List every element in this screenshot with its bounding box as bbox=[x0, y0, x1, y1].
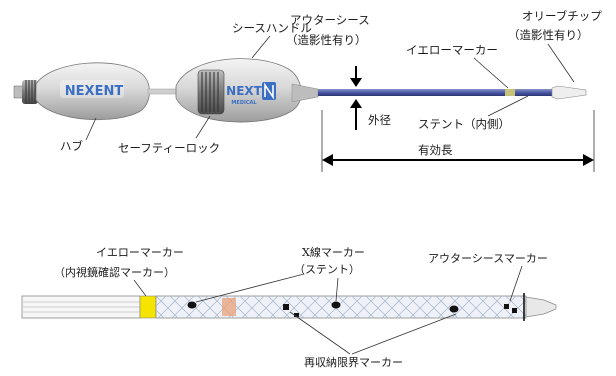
xray-marker-2 bbox=[331, 301, 341, 309]
label-hub: ハブ bbox=[60, 139, 83, 153]
label-stent-inside: ステント（内側） bbox=[418, 117, 510, 131]
handle-logo: NEXT bbox=[226, 84, 262, 98]
connector-tube bbox=[147, 88, 179, 95]
label-yellow-marker-note: （内視鏡確認マーカー） bbox=[54, 265, 175, 279]
stent-olive-tip bbox=[525, 296, 557, 318]
label-outer-sheath-note: （造影性有り） bbox=[286, 33, 367, 47]
xray-marker-1 bbox=[187, 301, 197, 309]
sheath-handle: NEXT MEDICAL bbox=[175, 58, 319, 123]
outer-sheath-marker-1 bbox=[504, 304, 509, 309]
label-outer-sheath-marker: アウターシースマーカー bbox=[428, 252, 548, 265]
label-olive-tip: オリーブチップ bbox=[522, 9, 602, 23]
outer-sheath bbox=[318, 89, 552, 96]
outer-sheath-marker-2 bbox=[512, 308, 517, 313]
orange-marker bbox=[222, 298, 236, 316]
label-xray-marker-note: （ステント） bbox=[294, 263, 360, 276]
label-yellow-marker-top: イエローマーカー bbox=[406, 43, 498, 57]
olive-tip bbox=[551, 85, 587, 100]
label-outer-sheath: アウターシース bbox=[290, 13, 370, 27]
label-outer-diameter: 外径 bbox=[368, 113, 391, 127]
label-safety-lock: セーフティーロック bbox=[118, 141, 220, 155]
effective-length-dimension bbox=[321, 110, 595, 172]
outer-diameter-indicator bbox=[350, 66, 362, 130]
delivery-system-top: NEXENT NEXT MEDICAL bbox=[13, 58, 587, 123]
yellow-marker bbox=[505, 89, 515, 96]
recapture-marker-2 bbox=[294, 313, 299, 317]
xray-marker-3 bbox=[449, 305, 459, 313]
yellow-marker-endoscopic bbox=[139, 295, 157, 319]
recapture-marker-1 bbox=[283, 304, 289, 310]
label-effective-length: 有効長 bbox=[418, 143, 453, 157]
hub-logo: NEXENT bbox=[65, 84, 124, 99]
hub: NEXENT bbox=[13, 62, 150, 121]
label-yellow-marker-bottom: イエローマーカー bbox=[96, 246, 184, 259]
label-xray-marker: X線マーカー bbox=[302, 245, 365, 259]
label-olive-tip-note: （造影性有り） bbox=[508, 28, 589, 42]
label-recapture-marker: 再収納限界マーカー bbox=[304, 356, 403, 369]
handle-logo-sub: MEDICAL bbox=[231, 100, 257, 106]
label-sheath-handle: シースハンドル bbox=[232, 21, 312, 35]
stent-detail-bottom bbox=[21, 293, 557, 321]
